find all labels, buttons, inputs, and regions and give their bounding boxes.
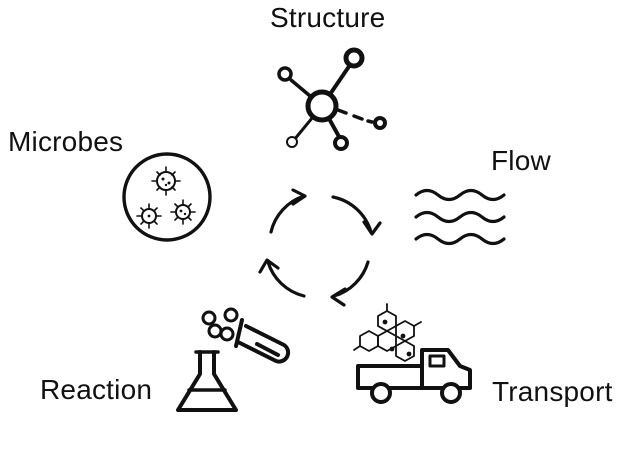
flask-icon [176, 307, 291, 412]
microbes-label: Microbes [8, 126, 124, 157]
transport-label: Transport [492, 376, 613, 407]
flow-label: Flow [491, 145, 551, 176]
waves-icon [414, 188, 506, 246]
microbe-icon [170, 199, 196, 225]
cycle-arrow-top-right [331, 195, 373, 234]
hexagon-molecule-icon [353, 303, 422, 362]
structure-label: Structure [270, 2, 386, 33]
microbe-icon [136, 203, 162, 229]
cycle-arrows-icon [258, 188, 382, 307]
cycle-arrow-bottom-left [266, 260, 306, 298]
reaction-label: Reaction [40, 374, 153, 405]
truck-icon [353, 303, 472, 404]
petri-dish-icon [122, 152, 212, 242]
microbe-icon [151, 166, 181, 196]
molecule-icon [277, 47, 387, 151]
test-tube-icon [234, 318, 291, 364]
